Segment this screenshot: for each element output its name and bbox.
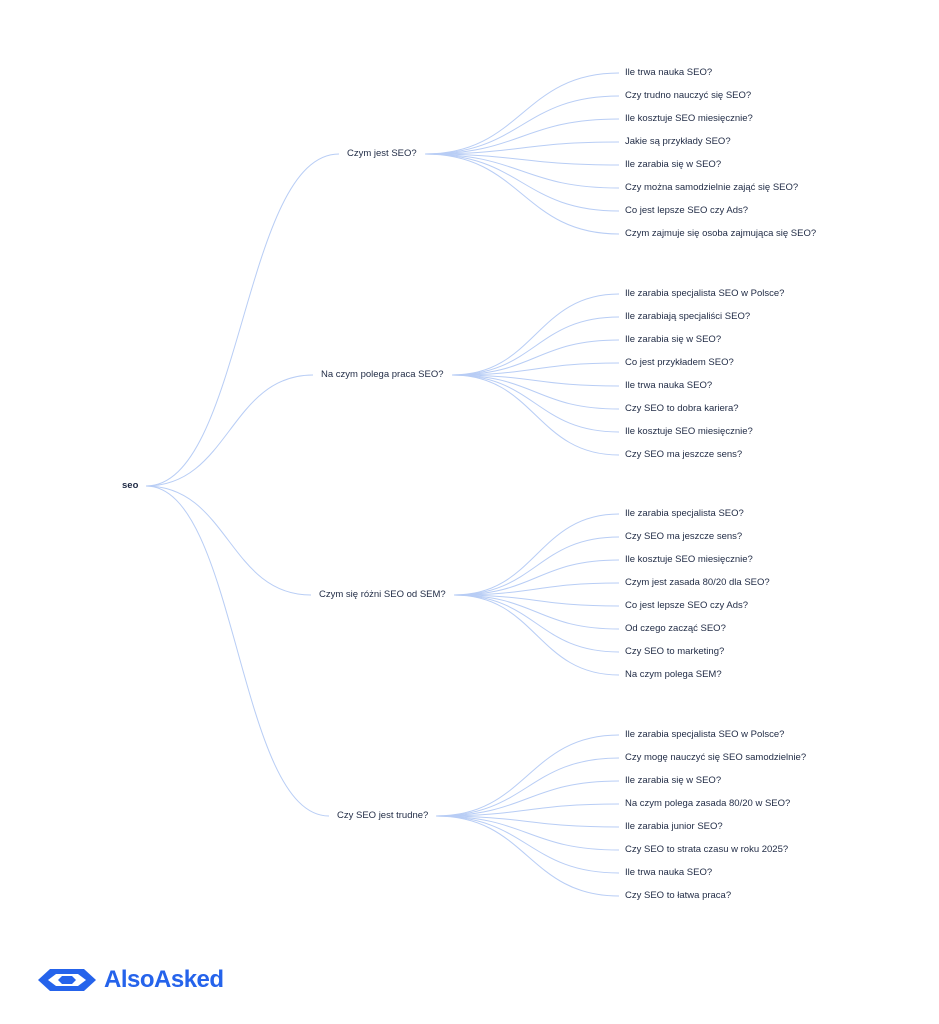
leaf-node[interactable]: Czy SEO ma jeszcze sens? [625, 531, 743, 542]
leaf-node[interactable]: Ile zarabia specjalista SEO w Polsce? [625, 729, 785, 740]
leaf-node[interactable]: Ile zarabia specjalista SEO w Polsce? [625, 288, 785, 299]
tree-edge [451, 316, 620, 376]
leaf-node[interactable]: Na czym polega SEM? [625, 669, 722, 680]
tree-edge [424, 153, 620, 189]
tree-edge [451, 374, 620, 410]
tree-edge [451, 374, 620, 456]
leaf-node[interactable]: Czy SEO to strata czasu w roku 2025? [625, 844, 789, 855]
root-node[interactable]: seo [122, 480, 139, 491]
tree-edge [453, 594, 620, 676]
tree-edge [453, 594, 620, 653]
leaf-node[interactable]: Ile trwa nauka SEO? [625, 67, 713, 78]
tree-edge [451, 362, 620, 376]
leaf-node[interactable]: Ile kosztuje SEO miesięcznie? [625, 426, 753, 437]
leaf-node[interactable]: Od czego zacząć SEO? [625, 623, 726, 634]
tree-edge [424, 95, 620, 155]
tree-edge [435, 815, 620, 874]
leaf-node[interactable]: Co jest lepsze SEO czy Ads? [625, 600, 749, 611]
tree-edge [145, 153, 340, 487]
leaf-node[interactable]: Czy SEO to dobra kariera? [625, 403, 739, 414]
tree-edge [424, 153, 620, 235]
alsoasked-logo-icon [38, 969, 96, 991]
tree-edge [424, 118, 620, 155]
leaf-node[interactable]: Ile zarabiają specjaliści SEO? [625, 311, 751, 322]
tree-edge [453, 582, 620, 596]
leaf-node[interactable]: Czy trudno nauczyć się SEO? [625, 90, 752, 101]
leaf-node[interactable]: Czy mogę nauczyć się SEO samodzielnie? [625, 752, 807, 763]
tree-edge [435, 815, 620, 828]
brand-logo: AlsoAsked [36, 962, 224, 998]
leaf-node[interactable]: Czy można samodzielnie zająć się SEO? [625, 182, 799, 193]
tree-edge [451, 374, 620, 387]
leaf-node[interactable]: Ile trwa nauka SEO? [625, 867, 713, 878]
leaf-node[interactable]: Ile zarabia się w SEO? [625, 775, 722, 786]
tree-edge [451, 293, 620, 376]
leaf-node[interactable]: Czym zajmuje się osoba zajmująca się SEO… [625, 228, 817, 239]
leaf-node[interactable]: Czy SEO to łatwa praca? [625, 890, 732, 901]
tree-edge [435, 780, 620, 817]
tree-edge [435, 734, 620, 817]
branch-node[interactable]: Czym się różni SEO od SEM? [319, 589, 446, 600]
tree-edge [145, 485, 312, 596]
tree-edge [453, 513, 620, 596]
leaf-node[interactable]: Ile kosztuje SEO miesięcznie? [625, 113, 753, 124]
branch-node[interactable]: Czy SEO jest trudne? [337, 810, 429, 821]
tree-edge [453, 594, 620, 607]
leaf-node[interactable]: Co jest przykładem SEO? [625, 357, 734, 368]
leaf-node[interactable]: Co jest lepsze SEO czy Ads? [625, 205, 749, 216]
branch-node[interactable]: Czym jest SEO? [347, 148, 417, 159]
tree-edge [451, 339, 620, 376]
tree-edge [424, 153, 620, 212]
leaf-node[interactable]: Czym jest zasada 80/20 dla SEO? [625, 577, 770, 588]
tree-edge [435, 815, 620, 897]
leaf-node[interactable]: Czy SEO ma jeszcze sens? [625, 449, 743, 460]
leaf-node[interactable]: Ile zarabia się w SEO? [625, 159, 722, 170]
tree-edge [435, 803, 620, 817]
leaf-node[interactable]: Ile trwa nauka SEO? [625, 380, 713, 391]
tree-edge [453, 594, 620, 630]
leaf-node[interactable]: Ile kosztuje SEO miesięcznie? [625, 554, 753, 565]
tree-edge [453, 559, 620, 596]
leaf-node[interactable]: Ile zarabia się w SEO? [625, 334, 722, 345]
tree-edge [424, 72, 620, 155]
tree-edge [453, 536, 620, 596]
leaf-node[interactable]: Na czym polega zasada 80/20 w SEO? [625, 798, 791, 809]
tree-edge [435, 815, 620, 851]
brand-name: AlsoAsked [104, 966, 224, 993]
branch-node[interactable]: Na czym polega praca SEO? [321, 369, 444, 380]
tree-edge [435, 757, 620, 817]
tree-edge [424, 141, 620, 155]
tree-edge [424, 153, 620, 166]
leaf-node[interactable]: Ile zarabia specjalista SEO? [625, 508, 744, 519]
leaf-node[interactable]: Czy SEO to marketing? [625, 646, 725, 657]
leaf-node[interactable]: Jakie są przykłady SEO? [625, 136, 731, 147]
tree-edge [145, 485, 330, 817]
leaf-node[interactable]: Ile zarabia junior SEO? [625, 821, 723, 832]
tree-edge [451, 374, 620, 433]
tree-edge [145, 374, 314, 487]
